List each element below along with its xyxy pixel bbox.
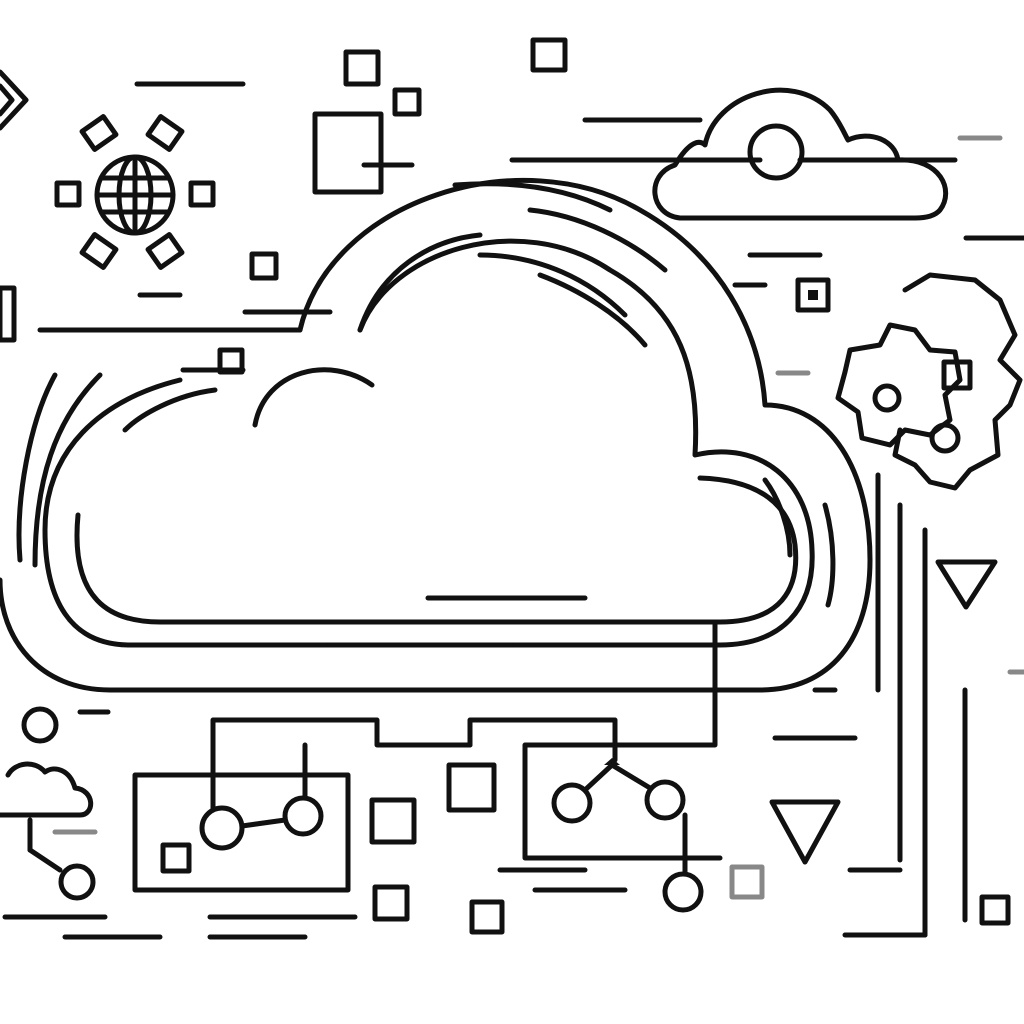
square-icon <box>729 864 765 900</box>
network-node-icon <box>199 805 245 851</box>
chevron-right-icon <box>0 69 29 131</box>
square-icon <box>392 87 422 117</box>
square-icon <box>795 277 831 313</box>
triangle-icon <box>769 559 998 865</box>
network-square <box>446 762 497 813</box>
square-icon <box>369 797 417 845</box>
bottom-cloud-icon <box>0 706 96 901</box>
square-icon <box>979 894 1011 926</box>
network-node-icon <box>662 871 704 913</box>
square-icon <box>160 842 192 874</box>
network-box-left <box>132 772 351 893</box>
network-diagram <box>132 472 968 938</box>
globe-icon <box>54 114 216 270</box>
square-icon <box>372 884 410 922</box>
square-icon <box>469 899 505 935</box>
square-icon <box>249 251 279 281</box>
gear-icon <box>835 272 1023 491</box>
square-icon <box>343 49 381 87</box>
square-icon <box>312 111 384 195</box>
decorative-dashes <box>2 81 1024 940</box>
grey-dashes <box>52 135 1024 835</box>
square-icon <box>0 285 17 343</box>
small-cloud-icon <box>509 87 958 221</box>
network-node-icon <box>551 782 593 824</box>
decorative-squares <box>0 37 1011 935</box>
main-cloud-icon <box>0 178 873 693</box>
square-icon <box>530 37 568 73</box>
network-node-icon <box>644 779 686 821</box>
network-node-icon <box>282 795 324 837</box>
